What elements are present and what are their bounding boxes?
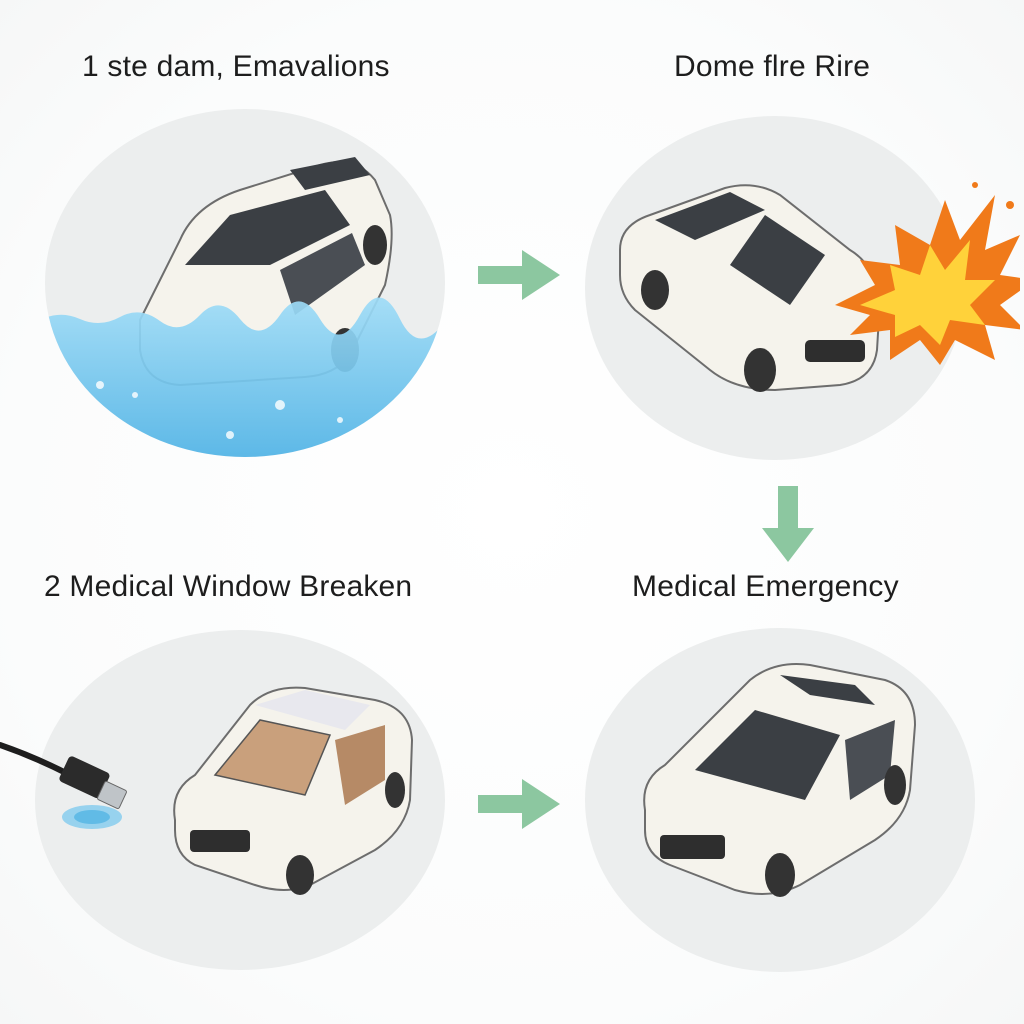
panel-title-fire: Dome flre Rire — [674, 50, 871, 83]
scene-car-fire — [580, 110, 1020, 465]
scene-medical-emergency-car — [580, 625, 980, 975]
fire-icon — [835, 182, 1020, 365]
car-icon — [643, 663, 917, 897]
car-icon — [619, 184, 882, 392]
panel-title-water: 1 ste dam, Emavalions — [82, 50, 390, 83]
arrow-right-icon — [474, 775, 564, 838]
arrow-right-icon — [474, 246, 564, 309]
panel-title-medical: Medical Emergency — [632, 570, 899, 603]
scene-car-in-water — [40, 105, 450, 460]
usb-cable-icon — [0, 742, 127, 829]
arrow-down-icon — [758, 482, 818, 571]
car-icon — [173, 686, 414, 895]
scene-window-breaker — [0, 625, 455, 970]
water-surface — [45, 297, 445, 457]
panel-title-window-breaker: 2 Medical Window Breaken — [44, 570, 413, 603]
